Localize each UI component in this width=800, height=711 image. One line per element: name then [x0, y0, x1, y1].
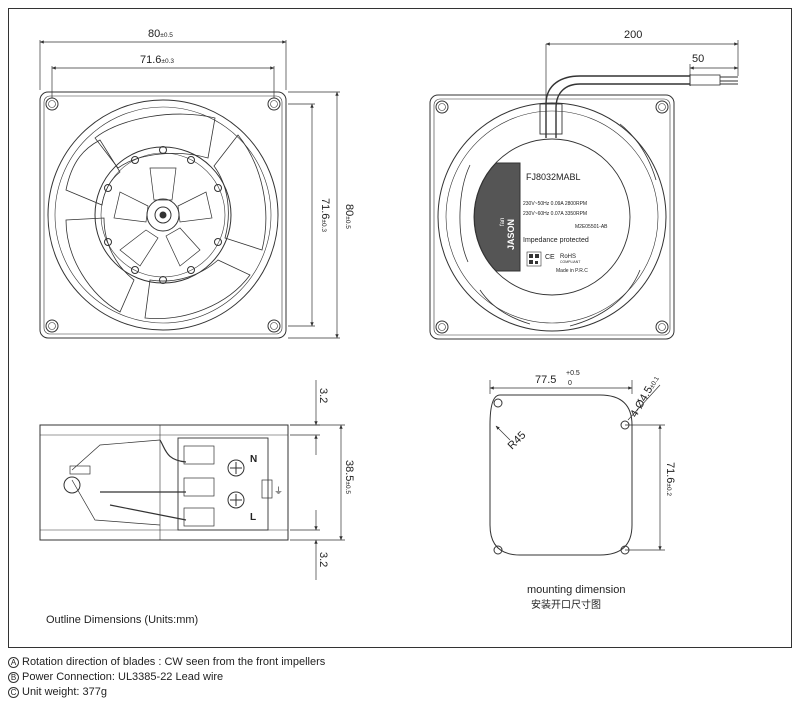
front-dimensions: [39, 40, 340, 339]
mounting-view: [489, 394, 633, 556]
label-origin: Made in P.R.C: [556, 268, 588, 274]
note-weight: C Unit weight: 377g: [8, 685, 325, 700]
terminal-n-label: N: [250, 454, 257, 465]
note-marker: C: [8, 687, 19, 698]
mounting-width-tol-upper: +0.5: [566, 370, 580, 377]
front-view: [39, 91, 287, 339]
note-rotation: A Rotation direction of blades : CW seen…: [8, 655, 325, 670]
bottom-flange-label: 3.2: [317, 552, 329, 567]
earth-icon: ⏚: [274, 486, 283, 496]
label-ce: CE: [545, 254, 555, 261]
front-hole-tl: [45, 97, 59, 111]
label-rohs-sub: COMPLIANT: [560, 260, 581, 264]
label-model: FJ8032MABL: [526, 172, 581, 182]
lead-length-label: 200: [624, 29, 642, 41]
front-frame-outline: [39, 91, 287, 339]
terminal-screw-n: [227, 459, 245, 477]
front-hole-spacing-label: 71.6±0.3: [140, 54, 174, 66]
label-spec-60hz: 230V~60Hz 0.07A 3350RPM: [523, 211, 587, 217]
front-hole-spacing-v-label: 71.6±0.3: [319, 198, 331, 232]
front-hole-br: [267, 319, 281, 333]
terminal-block: [177, 437, 269, 531]
front-width-label: 80±0.5: [148, 28, 173, 40]
note-text: Power Connection: UL3385-22 Lead wire: [22, 671, 224, 683]
mounting-caption-en: mounting dimension: [527, 584, 626, 596]
front-venturi: [47, 99, 279, 331]
mounting-caption-cn: 安装开口尺寸图: [531, 600, 601, 611]
mounting-height-label: 71.6±0.2: [664, 462, 676, 496]
back-view: [429, 74, 738, 340]
note-marker: A: [8, 657, 19, 668]
back-dimensions: [545, 40, 739, 100]
note-text: Rotation direction of blades : CW seen f…: [22, 656, 326, 668]
mounting-caption: mounting dimension 安装开口尺寸图: [527, 583, 625, 613]
mounting-width-tol-lower: 0: [568, 380, 572, 387]
holes-label: 4-Ø4.5±0.1: [628, 373, 662, 419]
note-power: B Power Connection: UL3385-22 Lead wire: [8, 670, 325, 685]
mounting-dimensions: [489, 380, 665, 551]
top-flange-label: 3.2: [317, 388, 329, 403]
terminal-l-label: L: [250, 512, 256, 523]
label-brand: JASON: [506, 219, 516, 250]
lead-wire: [555, 83, 690, 138]
back-frame-outline: [429, 94, 675, 340]
label-spec-50hz: 230V~50Hz 0.09A 2800RPM: [523, 201, 587, 207]
note-text: Unit weight: 377g: [22, 686, 107, 698]
side-view: [39, 424, 289, 541]
depth-label: 38.5±0.5: [343, 460, 355, 494]
terminal-screw-l: [227, 491, 245, 509]
side-dimensions: [290, 380, 345, 580]
label-protection: Impedance protected: [523, 237, 589, 244]
mounting-cutout: [489, 394, 633, 556]
note-marker: B: [8, 672, 19, 683]
front-hole-bl: [45, 319, 59, 333]
outline-caption: Outline Dimensions (Units:mm): [46, 614, 199, 626]
corner-radius-label: R45: [506, 429, 529, 452]
notes-list: A Rotation direction of blades : CW seen…: [8, 655, 325, 700]
side-outline: [39, 424, 289, 541]
label-rohs: RoHS: [560, 254, 576, 260]
drawing-frame: [8, 8, 792, 648]
front-height-label: 80±0.5: [343, 204, 355, 229]
front-hole-tr: [267, 97, 281, 111]
mounting-width-label: 77.5: [535, 374, 556, 386]
strip-length-label: 50: [692, 53, 704, 65]
label-part-no: M2E05501-AB: [575, 224, 608, 230]
label-brand-sub: fan: [500, 218, 506, 226]
